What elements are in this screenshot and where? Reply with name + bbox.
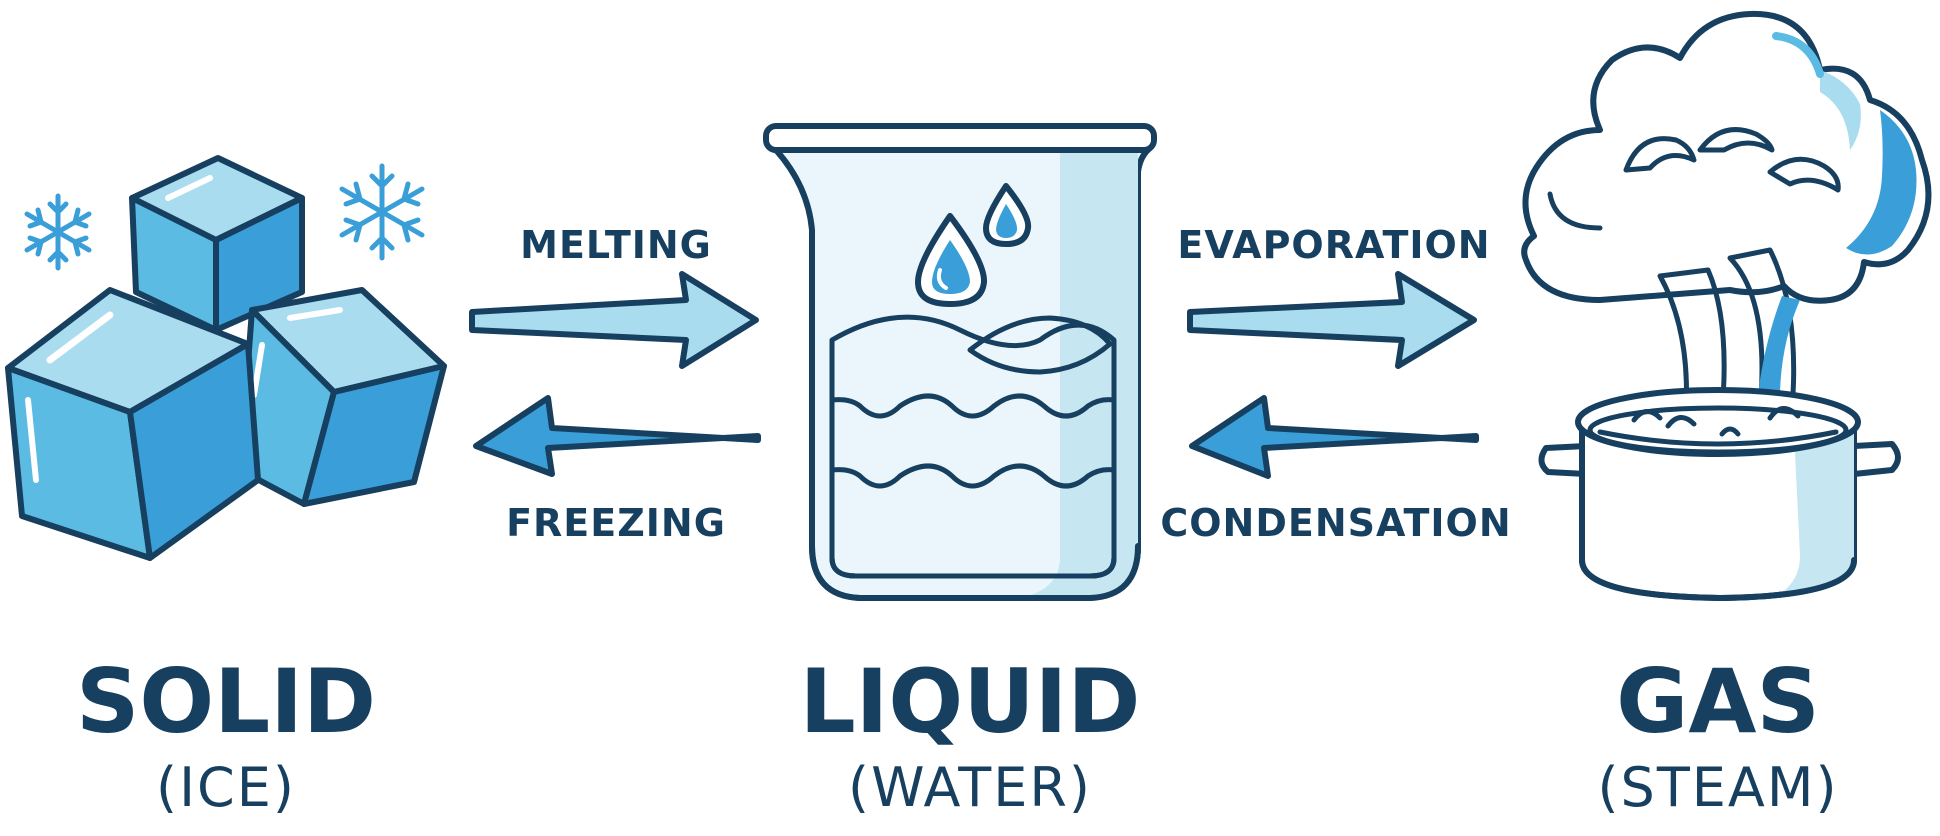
steam-cloud-icon [1521, 10, 1932, 415]
label-condensation: CONDENSATION [1160, 501, 1511, 545]
ice-cube-back [129, 155, 305, 333]
label-evaporation: EVAPORATION [1177, 223, 1490, 267]
ice-cube-right [237, 287, 447, 507]
state-solid-name: SOLID [76, 650, 376, 753]
water-drop-icon [983, 183, 1032, 247]
boiling-pot-icon [1538, 387, 1901, 601]
label-freezing: FREEZING [506, 501, 726, 545]
state-liquid-name: LIQUID [800, 650, 1141, 753]
ice-cube-front [5, 287, 261, 561]
freezing-arrow [473, 395, 761, 477]
evaporation-arrow [1187, 271, 1477, 369]
condensation-arrow [1189, 395, 1479, 479]
state-solid-detail: (ICE) [156, 756, 296, 819]
state-liquid-detail: (WATER) [848, 756, 1092, 819]
beaker-icon [763, 123, 1157, 601]
state-gas-detail: (STEAM) [1597, 756, 1838, 819]
label-melting: MELTING [520, 223, 712, 267]
melting-arrow [469, 271, 759, 369]
state-gas-name: GAS [1616, 650, 1820, 753]
snowflake-icon [24, 193, 92, 271]
water-fill [829, 314, 1117, 579]
snowflake-icon [339, 163, 425, 261]
ice-cubes-icon [5, 155, 447, 561]
water-drop-icon [915, 213, 987, 307]
